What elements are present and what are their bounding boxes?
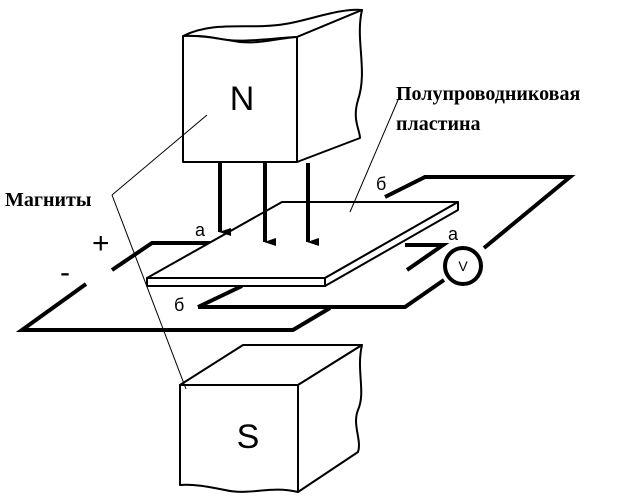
magnet-top-side-face bbox=[296, 9, 363, 163]
magnet-bottom-side-face bbox=[297, 344, 363, 493]
semiconductor-label-line2: пластина bbox=[396, 113, 481, 135]
magnet-bottom-s bbox=[179, 344, 363, 493]
terminal-plus-label: + bbox=[92, 227, 110, 260]
magnets-label: Магниты bbox=[5, 189, 92, 211]
wire-b-bottom-lead bbox=[197, 284, 243, 309]
contact-b-top-label: б bbox=[376, 174, 386, 194]
semiconductor-label-line1: Полупроводниковая bbox=[396, 83, 580, 105]
magnet-bottom-pole-label: S bbox=[237, 418, 260, 456]
terminal-minus-label: - bbox=[60, 256, 70, 289]
wire-bottom-electrode bbox=[198, 278, 446, 309]
plate-side-edge bbox=[324, 201, 459, 287]
contact-a-right-label: а bbox=[448, 224, 459, 244]
magnet-top-n bbox=[182, 8, 363, 163]
field-arrows bbox=[218, 163, 319, 246]
semiconductor-plate bbox=[146, 201, 459, 287]
magnet-bottom-front-face bbox=[179, 384, 299, 493]
contact-a-left-label: а bbox=[195, 220, 206, 240]
plate-front-edge bbox=[146, 277, 326, 287]
leader-magnet-top bbox=[111, 114, 208, 196]
leader-semiconductor bbox=[349, 99, 399, 213]
voltmeter-circle bbox=[443, 246, 483, 286]
voltmeter: V bbox=[443, 246, 483, 286]
wire-left-electrode bbox=[110, 241, 215, 272]
circuit-wires bbox=[15, 175, 576, 332]
magnet-top-pole-label: N bbox=[230, 80, 255, 118]
wire-front-bottom bbox=[15, 282, 332, 332]
wire-back-top bbox=[384, 175, 576, 250]
wire-right-electrode bbox=[405, 243, 450, 272]
leader-magnet-bottom bbox=[111, 194, 187, 390]
leader-lines bbox=[111, 99, 399, 390]
voltmeter-label: V bbox=[458, 258, 468, 274]
contact-b-bottom-label: б bbox=[174, 295, 184, 315]
